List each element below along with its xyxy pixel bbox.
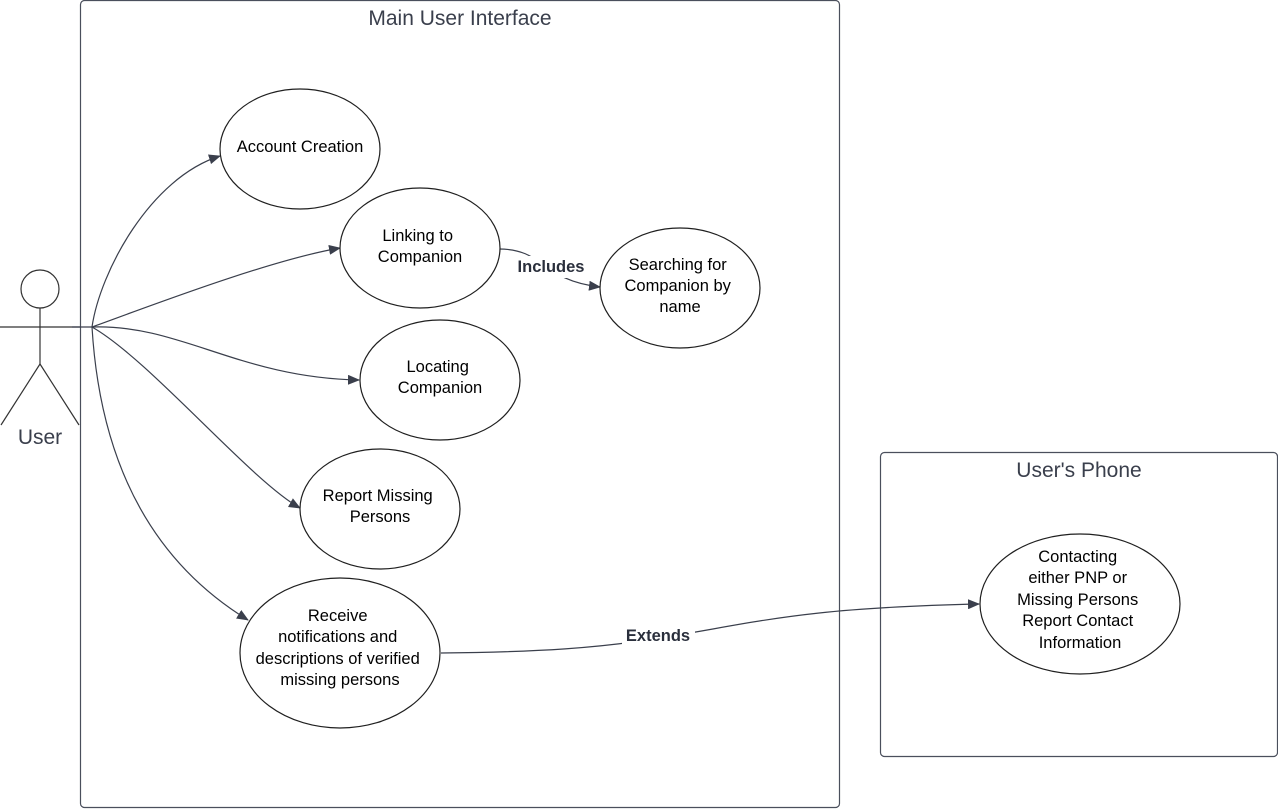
- use-case-line: Searching for: [629, 256, 728, 274]
- use-case-label: Locating Companion: [398, 358, 482, 397]
- actor-name: User: [18, 426, 62, 449]
- includes-label-bg: [512, 256, 590, 278]
- use-case-label: Contacting either PNP or Missing Persons…: [1017, 548, 1143, 652]
- use-case-line: Linking to: [382, 227, 453, 245]
- use-case-label: Searching for Companion by name: [625, 256, 736, 316]
- user-actor: User: [0, 269, 80, 449]
- association-account-creation: [72, 154, 221, 328]
- extends-label-bg: [622, 625, 695, 647]
- use-case-line: Report Missing: [323, 487, 433, 505]
- use-case-label: Account Creation: [237, 138, 364, 156]
- use-case-label: Linking to Companion: [378, 227, 462, 266]
- use-case-line: Receive: [308, 607, 368, 625]
- use-case-label: Report Missing Persons: [323, 487, 438, 526]
- use-case-receive-notifications: Receive notifications and descriptions o…: [239, 577, 441, 729]
- use-case-line: Missing Persons: [1017, 591, 1138, 609]
- use-case-report-missing-persons: Report Missing Persons: [299, 448, 461, 570]
- actor-left-leg: [0, 363, 41, 426]
- use-case-line: Locating: [407, 358, 469, 376]
- association-linking: [91, 244, 341, 328]
- association-report-missing: [91, 326, 301, 509]
- users-phone-boundary-title: User's Phone: [1016, 459, 1141, 482]
- use-case-line: Contacting: [1038, 548, 1117, 566]
- use-case-line: either PNP or: [1028, 569, 1127, 587]
- use-case-contacting-pnp: Contacting either PNP or Missing Persons…: [979, 533, 1181, 675]
- use-case-line: Companion: [398, 379, 482, 397]
- includes-relation: Includes: [498, 248, 601, 291]
- includes-label: Includes: [518, 258, 585, 276]
- use-case-line: Companion: [378, 248, 462, 266]
- use-case-line: Companion by: [625, 277, 732, 295]
- use-case-line: Report Contact: [1022, 612, 1133, 630]
- use-case-label: Receive notifications and descriptions o…: [256, 607, 425, 689]
- use-case-line: Account Creation: [237, 138, 364, 156]
- extends-label: Extends: [626, 627, 690, 645]
- use-case-linking-to-companion: Linking to Companion: [339, 187, 501, 309]
- use-case-searching-for-companion: Searching for Companion by name: [599, 227, 761, 349]
- extends-relation: Extends: [440, 599, 980, 654]
- main-ui-boundary-title: Main User Interface: [368, 7, 551, 30]
- use-case-line: Information: [1039, 634, 1122, 652]
- associations: [72, 154, 360, 621]
- actor-head: [20, 269, 60, 309]
- association-locating: [91, 326, 360, 385]
- use-case-line: notifications and: [278, 628, 397, 646]
- use-case-line: missing persons: [280, 671, 399, 689]
- association-receive: [91, 326, 249, 621]
- use-case-line: name: [659, 298, 700, 316]
- actor-right-leg: [39, 363, 80, 426]
- use-case-line: descriptions of verified: [256, 650, 420, 668]
- use-case-account-creation: Account Creation: [219, 88, 381, 210]
- use-case-locating-companion: Locating Companion: [359, 319, 521, 441]
- use-case-line: Persons: [350, 508, 411, 526]
